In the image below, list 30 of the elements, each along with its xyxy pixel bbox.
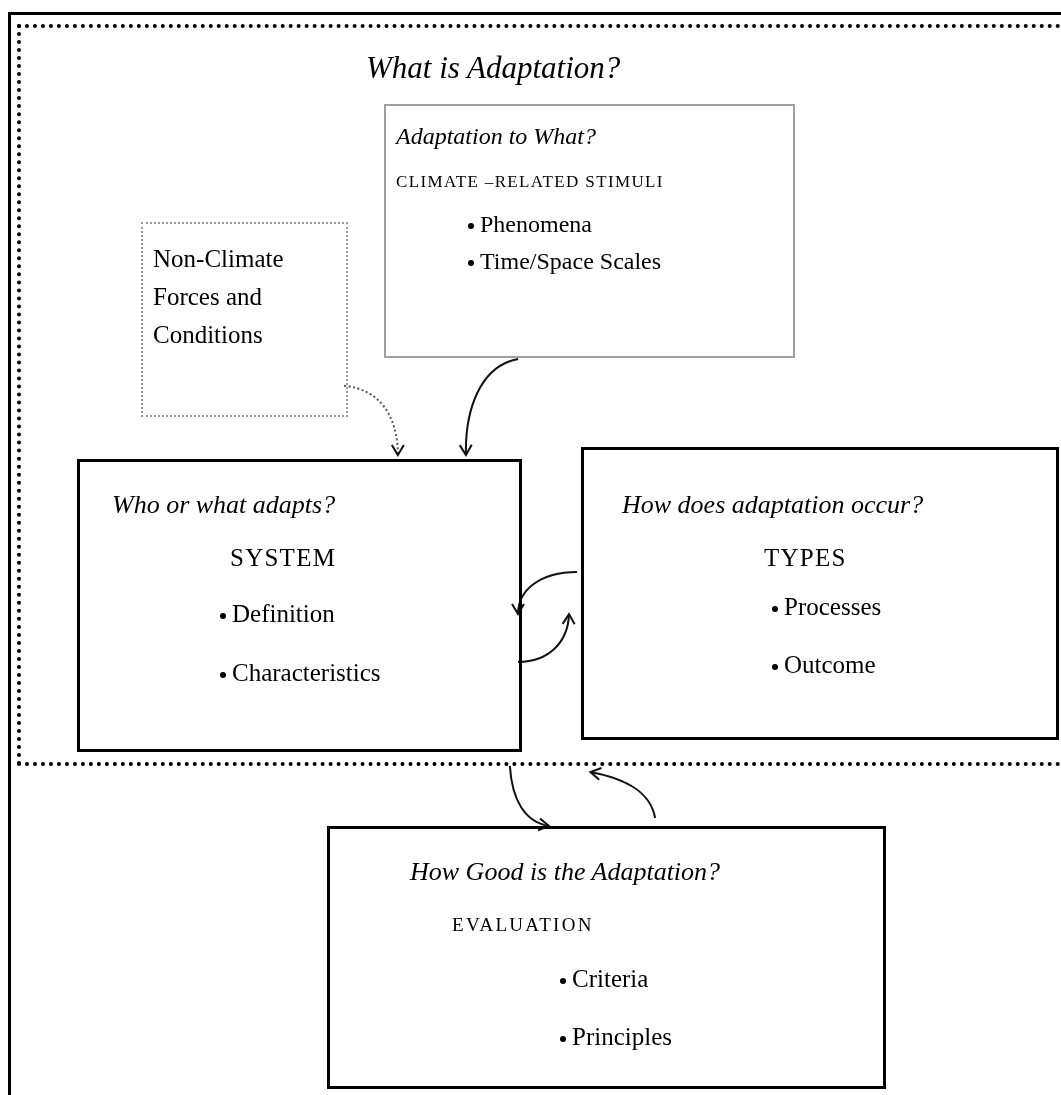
text-box	[77, 459, 522, 752]
text-box	[581, 447, 1059, 740]
dotted-frame	[17, 24, 1061, 766]
category-label: EVALUATION	[452, 915, 594, 934]
curved-arrow	[511, 570, 578, 616]
curved-arrow	[589, 767, 657, 819]
category-label: SYSTEM	[230, 545, 337, 570]
category-label: TYPES	[764, 545, 847, 570]
curved-arrow	[517, 613, 576, 663]
text-box	[327, 826, 886, 1089]
bullet-item: Definition	[220, 584, 335, 643]
curved-arrow	[459, 358, 520, 456]
question-heading: How does adaptation occur?	[622, 492, 924, 518]
heading: Non-Climate Forces and Conditions	[153, 244, 285, 350]
bullet-item: Criteria	[560, 950, 649, 1008]
bullet-item: Phenomena	[468, 206, 592, 243]
bullet-item: Time/Space Scales	[468, 243, 662, 280]
heading: What is Adaptation?	[366, 52, 621, 83]
question-heading: Adaptation to What?	[396, 124, 596, 148]
curved-arrow	[508, 765, 550, 831]
text-box	[141, 222, 348, 417]
text-box	[384, 104, 795, 358]
category-label: CLIMATE –RELATED STIMULI	[396, 173, 664, 190]
bullet-item: Processes	[772, 578, 882, 636]
bullet-item: Characteristics	[220, 643, 381, 702]
question-heading: How Good is the Adaptation?	[410, 859, 721, 885]
bullet-item: Principles	[560, 1008, 672, 1066]
question-heading: Who or what adapts?	[112, 492, 336, 518]
bullet-item: Outcome	[772, 636, 876, 694]
dotted-arrow	[343, 384, 405, 456]
